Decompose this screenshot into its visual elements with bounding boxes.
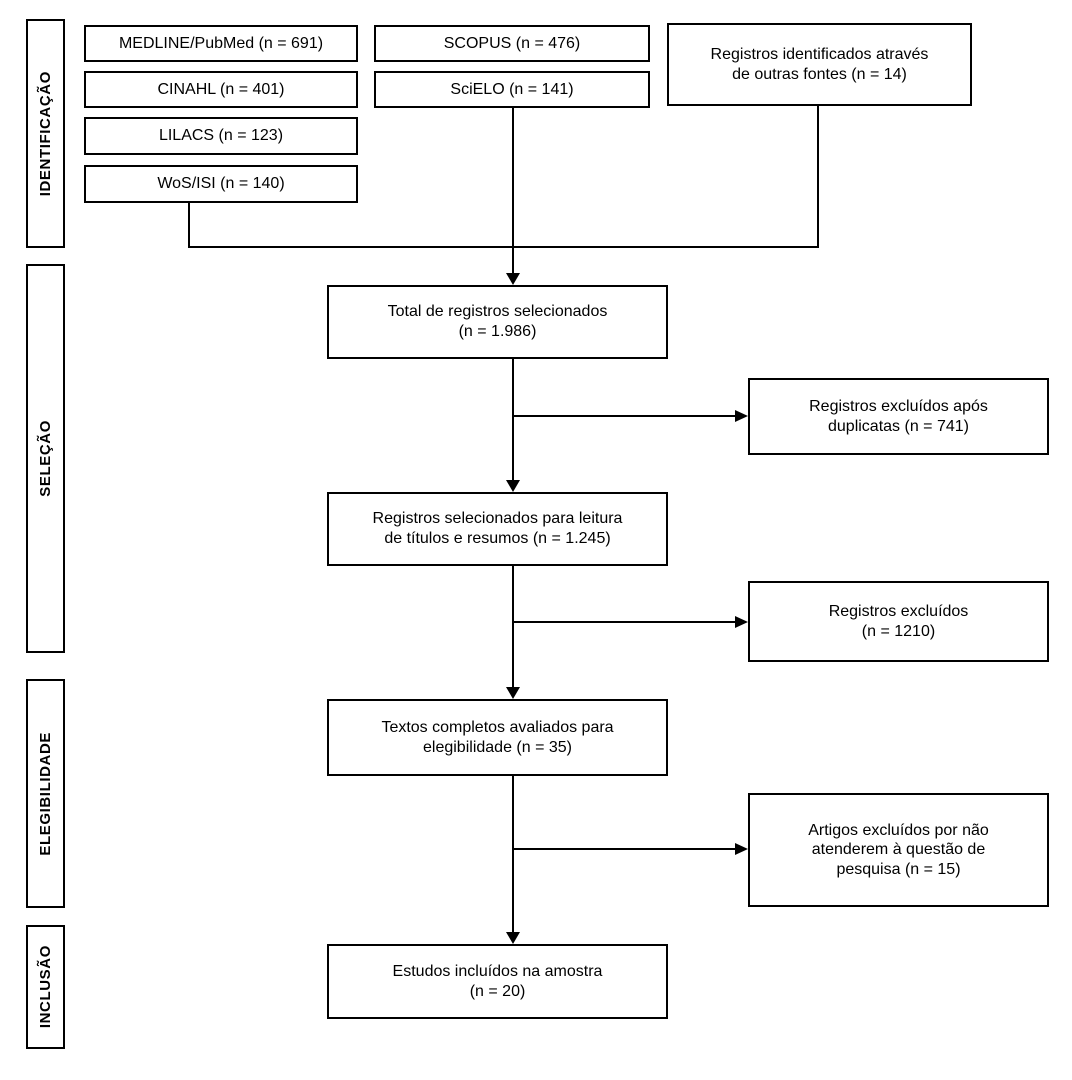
source-box-scielo-label: SciELO (n = 141) xyxy=(450,80,574,98)
connector-screened-to-fulltext xyxy=(512,566,514,688)
flow-box-included: Estudos incluídos na amostra (n = 20) xyxy=(327,944,668,1019)
arrowhead-into-excluded-titles xyxy=(735,616,748,628)
connector-scielo-down xyxy=(512,108,514,275)
arrowhead-into-included xyxy=(506,932,520,944)
flow-box-fulltext-line1: Textos completos avaliados para xyxy=(381,718,614,736)
connector-branch-excluded-articles xyxy=(512,848,736,850)
stage-label-inclusao-text: INCLUSÃO xyxy=(37,945,54,1029)
flow-box-screened-line1: Registros selecionados para leitura xyxy=(372,510,623,528)
stage-label-elegibilidade-text: ELEGIBILIDADE xyxy=(37,731,54,856)
source-box-wos-isi: WoS/ISI (n = 140) xyxy=(84,165,358,203)
stage-label-elegibilidade: ELEGIBILIDADE xyxy=(26,679,65,908)
source-box-scielo: SciELO (n = 141) xyxy=(374,71,650,108)
excluded-box-articles-line2: atenderem à questão de xyxy=(811,841,986,859)
stage-label-identificacao: IDENTIFICAÇÃO xyxy=(26,19,65,248)
flow-box-total-line2: (n = 1.986) xyxy=(458,323,537,340)
excluded-box-duplicates-line1: Registros excluídos após xyxy=(809,397,988,415)
flow-box-total-line1: Total de registros selecionados xyxy=(387,303,608,321)
flow-box-total: Total de registros selecionados (n = 1.9… xyxy=(327,285,668,359)
excluded-box-titles: Registros excluídos (n = 1210) xyxy=(748,581,1049,662)
source-box-scopus: SCOPUS (n = 476) xyxy=(374,25,650,62)
excluded-box-articles: Artigos excluídos por não atenderem à qu… xyxy=(748,793,1049,907)
source-box-other-sources-line2: de outras fontes (n = 14) xyxy=(732,65,907,83)
flow-box-fulltext-line2: elegibilidade (n = 35) xyxy=(423,738,572,756)
source-box-medline: MEDLINE/PubMed (n = 691) xyxy=(84,25,358,62)
connector-fulltext-to-included xyxy=(512,776,514,933)
excluded-box-articles-line3: pesquisa (n = 15) xyxy=(836,860,961,878)
excluded-box-titles-line2: (n = 1210) xyxy=(861,622,936,640)
flow-box-fulltext: Textos completos avaliados para elegibil… xyxy=(327,699,668,776)
source-box-other-sources-line1: Registros identificados através xyxy=(710,45,929,63)
arrowhead-into-total xyxy=(506,273,520,285)
connector-total-to-screened xyxy=(512,359,514,481)
source-box-cinahl: CINAHL (n = 401) xyxy=(84,71,358,108)
flow-box-screened: Registros selecionados para leitura de t… xyxy=(327,492,668,566)
source-box-medline-label: MEDLINE/PubMed (n = 691) xyxy=(118,34,324,52)
flow-box-included-line1: Estudos incluídos na amostra xyxy=(392,962,603,980)
source-box-cinahl-label: CINAHL (n = 401) xyxy=(157,80,285,98)
source-box-wos-isi-label: WoS/ISI (n = 140) xyxy=(157,175,285,193)
arrowhead-into-fulltext xyxy=(506,687,520,699)
stage-label-inclusao: INCLUSÃO xyxy=(26,925,65,1049)
excluded-box-duplicates-line2: duplicatas (n = 741) xyxy=(828,417,969,435)
source-box-lilacs: LILACS (n = 123) xyxy=(84,117,358,155)
connector-branch-excluded-titles xyxy=(512,621,736,623)
connector-collector-horizontal xyxy=(188,246,819,248)
excluded-box-duplicates: Registros excluídos após duplicatas (n =… xyxy=(748,378,1049,455)
flow-box-screened-line2: de títulos e resumos (n = 1.245) xyxy=(384,530,611,547)
arrowhead-into-screened xyxy=(506,480,520,492)
stage-label-selecao: SELEÇÃO xyxy=(26,264,65,653)
stage-label-selecao-text: SELEÇÃO xyxy=(37,420,54,497)
excluded-box-articles-line1: Artigos excluídos por não xyxy=(808,821,989,839)
connector-wos-down xyxy=(188,202,190,248)
connector-other-down xyxy=(817,106,819,248)
arrowhead-into-duplicates xyxy=(735,410,748,422)
stage-label-identificacao-text: IDENTIFICAÇÃO xyxy=(37,70,54,197)
source-box-other-sources: Registros identificados através de outra… xyxy=(667,23,972,106)
source-box-scopus-label: SCOPUS (n = 476) xyxy=(443,34,581,52)
flow-box-included-line2: (n = 20) xyxy=(469,982,526,1000)
arrowhead-into-excluded-articles xyxy=(735,843,748,855)
excluded-box-titles-line1: Registros excluídos xyxy=(828,602,969,620)
source-box-lilacs-label: LILACS (n = 123) xyxy=(158,127,284,145)
connector-branch-duplicates xyxy=(512,415,736,417)
